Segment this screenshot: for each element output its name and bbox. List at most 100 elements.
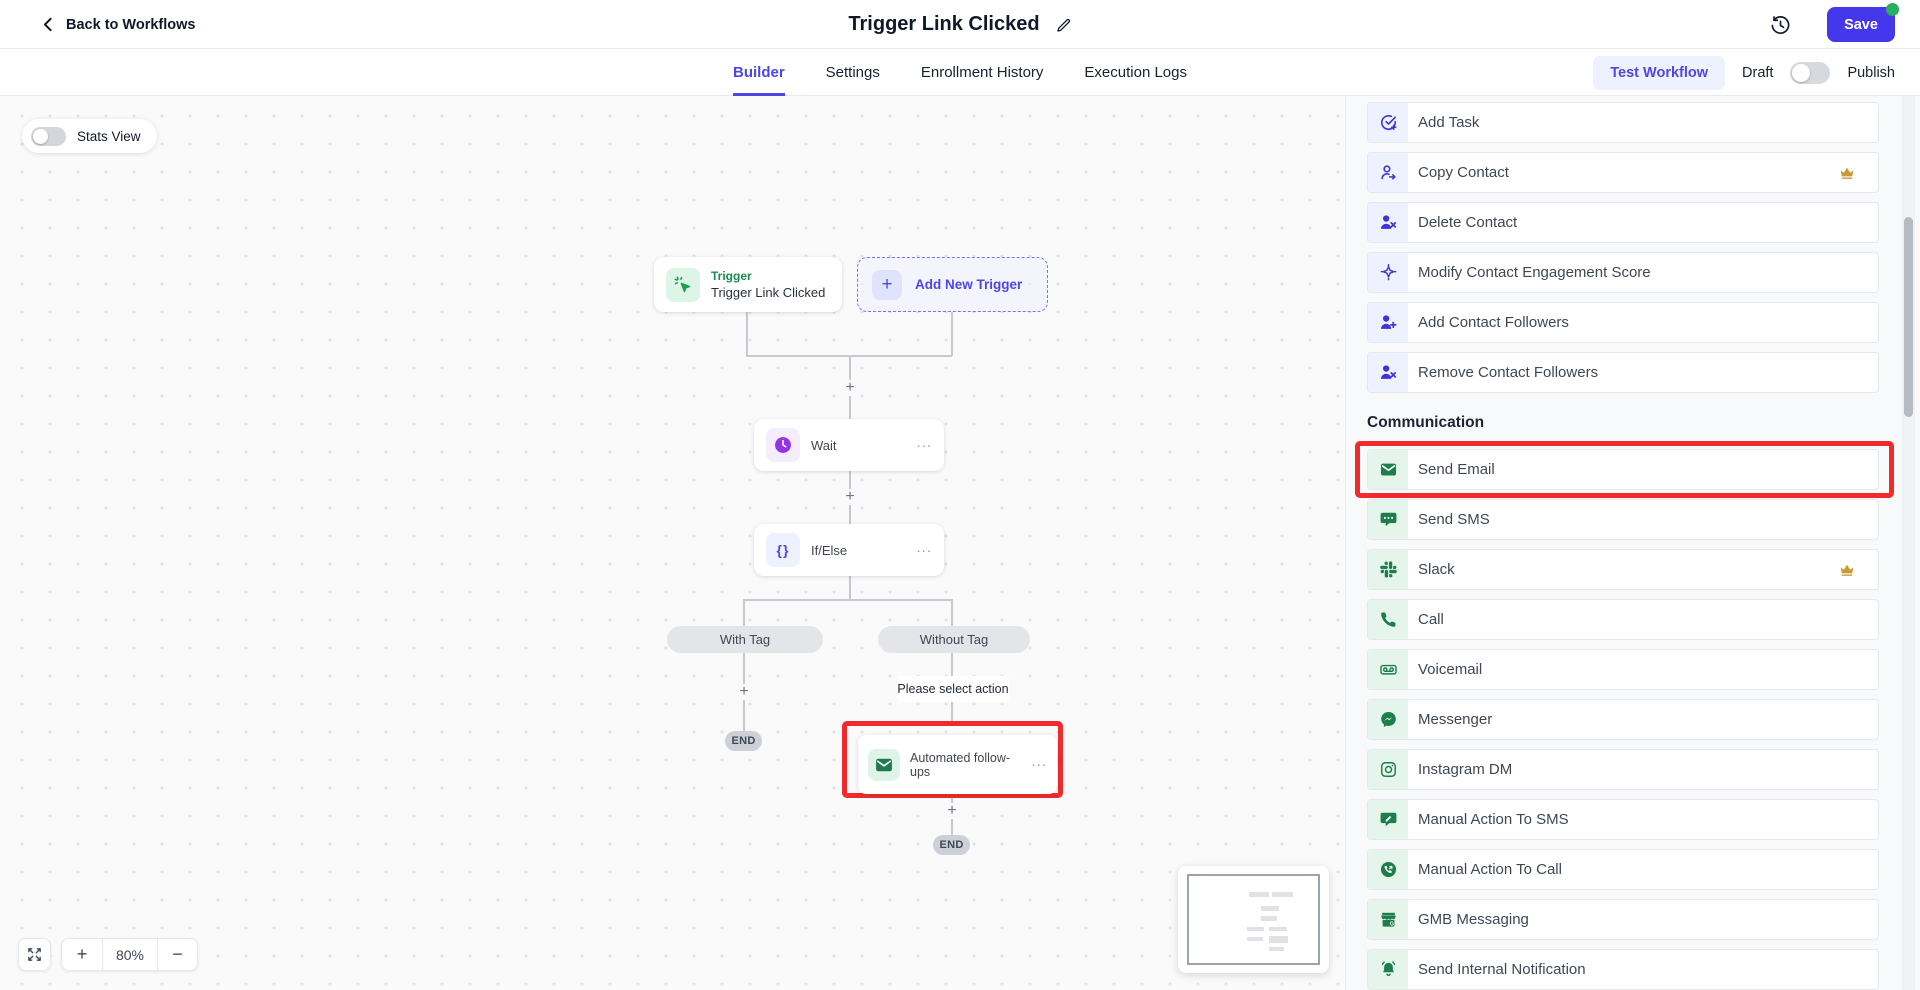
minimap-node-block <box>1249 892 1269 897</box>
sidebar-item-remove-contact-followers[interactable]: Remove Contact Followers <box>1367 352 1879 393</box>
wait-node-label: Wait <box>811 437 837 453</box>
minimap-node-block <box>1269 927 1287 931</box>
zoom-out-button[interactable]: − <box>157 939 197 970</box>
sidebar-item-modify-contact-engagement-score[interactable]: Modify Contact Engagement Score <box>1367 252 1879 293</box>
connector-line <box>746 355 952 357</box>
zoom-level: 80% <box>102 939 157 970</box>
edit-title-pencil-icon[interactable] <box>1056 17 1072 33</box>
node-menu-dots-icon[interactable]: ... <box>916 433 932 451</box>
sidebar-item-label: Voicemail <box>1418 661 1483 678</box>
plus-icon: + <box>872 269 902 300</box>
node-menu-dots-icon[interactable]: ... <box>916 538 932 556</box>
minimap-node-block <box>1269 947 1284 951</box>
test-workflow-button[interactable]: Test Workflow <box>1593 55 1726 90</box>
tab-settings[interactable]: Settings <box>825 63 880 81</box>
minimap-node-block <box>1272 892 1293 897</box>
add-step-button[interactable]: + <box>736 683 752 700</box>
sidebar-item-send-internal-notification[interactable]: Send Internal Notification <box>1367 949 1879 990</box>
workflow-canvas[interactable]: Stats View + + + + Trigger Trigger Link … <box>0 96 1345 990</box>
sidebar-item-manual-action-to-sms[interactable]: Manual Action To SMS <box>1367 799 1879 840</box>
sidebar-item-slack[interactable]: Slack <box>1367 549 1879 590</box>
minimap-node-block <box>1247 937 1263 941</box>
sidebar-item-send-sms[interactable]: Send SMS <box>1367 499 1879 540</box>
sidebar-item-label: Manual Action To Call <box>1418 861 1562 878</box>
trigger-node-title: Trigger Link Clicked <box>711 285 826 300</box>
clock-icon <box>766 428 800 462</box>
remove-followers-icon <box>1368 353 1408 392</box>
sidebar-item-copy-contact[interactable]: Copy Contact <box>1367 152 1879 193</box>
back-label: Back to Workflows <box>66 16 196 33</box>
tab-builder[interactable]: Builder <box>732 49 785 96</box>
zoom-in-button[interactable]: + <box>76 944 88 964</box>
manual-sms-icon <box>1368 800 1408 839</box>
tab-execution-logs[interactable]: Execution Logs <box>1084 63 1187 81</box>
branch-without-tag[interactable]: Without Tag <box>878 626 1030 653</box>
draft-publish-toggle[interactable] <box>1790 61 1831 84</box>
add-step-button[interactable]: + <box>944 802 960 819</box>
sidebar-item-instagram-dm[interactable]: Instagram DM <box>1367 749 1879 790</box>
email-icon <box>1368 450 1408 489</box>
add-step-button[interactable]: + <box>842 379 858 396</box>
add-followers-icon <box>1368 303 1408 342</box>
save-button[interactable]: Save <box>1827 7 1895 42</box>
sidebar-item-add-contact-followers[interactable]: Add Contact Followers <box>1367 302 1879 343</box>
back-to-workflows-button[interactable]: Back to Workflows <box>40 0 195 49</box>
sidebar-item-label: Send Email <box>1418 461 1495 478</box>
sidebar-item-label: Add Contact Followers <box>1418 314 1569 331</box>
sidebar-item-label: Modify Contact Engagement Score <box>1418 264 1651 281</box>
fit-to-screen-button[interactable] <box>18 938 51 971</box>
add-new-trigger-button[interactable]: + Add New Trigger <box>857 257 1048 312</box>
node-menu-dots-icon[interactable]: ... <box>1031 753 1047 770</box>
sidebar-item-messenger[interactable]: Messenger <box>1367 699 1879 740</box>
sidebar-item-send-email[interactable]: Send Email <box>1355 441 1894 498</box>
instagram-icon <box>1368 750 1408 789</box>
wait-node[interactable]: Wait ... <box>754 419 944 471</box>
expand-icon <box>26 946 43 963</box>
workflow-tabbar: Builder Settings Enrollment History Executi… <box>0 49 1920 96</box>
if-else-node[interactable]: {} If/Else ... <box>754 524 944 576</box>
sidebar-item-voicemail[interactable]: Voicemail <box>1367 649 1879 690</box>
delete-contact-icon <box>1368 203 1408 242</box>
sidebar-item-label: Send SMS <box>1418 511 1490 528</box>
connector-line <box>743 599 953 601</box>
minimap[interactable] <box>1178 866 1329 973</box>
connector-line <box>746 312 748 356</box>
please-select-action-label: Please select action <box>897 676 1009 702</box>
sidebar-item-label: Copy Contact <box>1418 164 1509 181</box>
if-else-node-label: If/Else <box>811 542 848 558</box>
sidebar-item-add-task[interactable]: Add Task <box>1367 102 1879 143</box>
minimap-node-block <box>1261 916 1277 921</box>
tab-list: Builder Settings Enrollment History Executi… <box>0 49 1920 96</box>
chevron-left-icon <box>40 16 57 33</box>
sidebar-item-manual-action-to-call[interactable]: Manual Action To Call <box>1367 849 1879 890</box>
branch-with-tag[interactable]: With Tag <box>667 626 823 653</box>
sidebar-item-call[interactable]: Call <box>1367 599 1879 640</box>
toggle-knob <box>33 128 48 144</box>
end-badge: END <box>725 731 762 751</box>
sidebar-item-label: Manual Action To SMS <box>1418 811 1569 828</box>
draft-label: Draft <box>1742 64 1774 81</box>
stats-view-toggle[interactable] <box>31 126 66 146</box>
add-new-trigger-label: Add New Trigger <box>915 277 1023 292</box>
connector-line <box>951 600 953 626</box>
version-history-icon[interactable] <box>1767 12 1793 38</box>
sidebar-item-delete-contact[interactable]: Delete Contact <box>1367 202 1879 243</box>
panel-scrollbar[interactable] <box>1902 96 1915 990</box>
add-step-button[interactable]: + <box>842 488 858 505</box>
trigger-node[interactable]: Trigger Trigger Link Clicked <box>654 257 842 312</box>
tab-enrollment-history[interactable]: Enrollment History <box>920 63 1044 81</box>
scrollbar-thumb[interactable] <box>1904 217 1913 417</box>
sidebar-item-label: GMB Messaging <box>1418 911 1529 928</box>
sidebar-item-label: Send Internal Notification <box>1418 961 1586 978</box>
unsaved-changes-dot <box>1886 3 1899 16</box>
zoom-controls: + 80% − <box>61 938 198 971</box>
notification-icon <box>1368 950 1408 989</box>
voicemail-icon <box>1368 650 1408 689</box>
automated-follow-ups-node[interactable]: Automated follow-ups ... <box>858 735 1057 794</box>
slack-icon <box>1368 550 1408 589</box>
sidebar-item-label: Messenger <box>1418 711 1493 728</box>
sidebar-section-title: Communication <box>1367 414 1485 431</box>
